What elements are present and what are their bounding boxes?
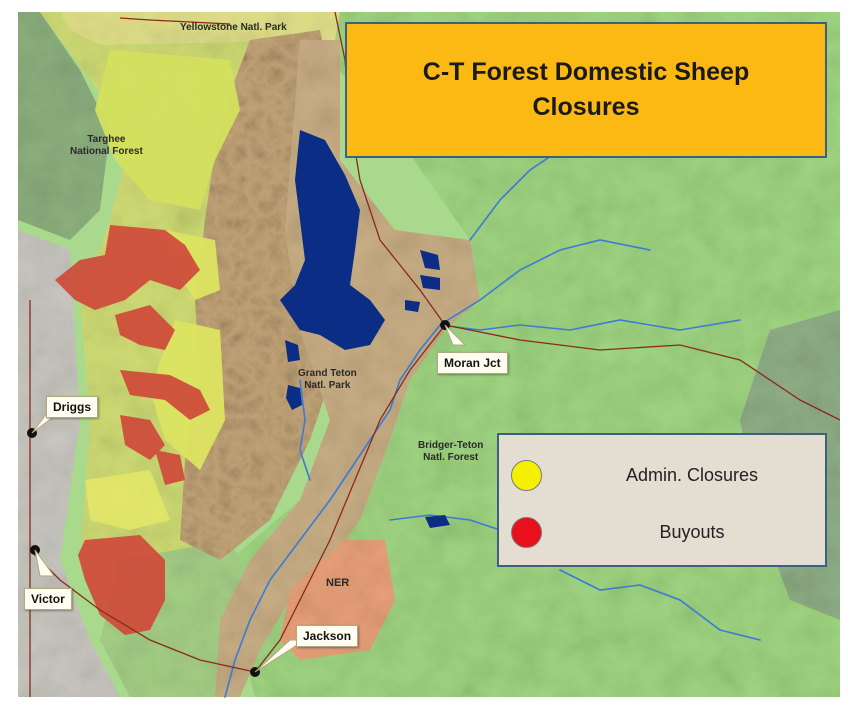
jackson-callout: Jackson [296,625,359,647]
grand-teton-label-line1: Grand Teton [298,368,357,379]
ner-label: NER [326,577,350,589]
legend: Admin. Closures Buyouts [497,433,827,567]
jackson-lake [280,130,385,350]
teton-valley [18,230,120,697]
legend-swatch-red [511,517,542,548]
grand-teton-park-area [215,40,480,697]
targhee-label-line1: Targhee [87,134,126,145]
grand-teton-label: Grand Teton Natl. Park [298,368,357,392]
buyout-areas [55,225,210,635]
map-title-box: C-T Forest Domestic Sheep Closures [345,22,827,158]
lakes [280,130,450,528]
driggs-callout: Driggs [46,396,99,418]
targhee-label-line2: National Forest [70,146,143,157]
bridger-teton-label: Bridger-Teton Natl. Forest [418,440,483,464]
yellowstone-label: Yellowstone Natl. Park [180,22,287,33]
yellowstone-area [60,12,340,45]
map-title-line2: Closures [532,93,640,121]
legend-item-admin-closures: Admin. Closures [499,456,825,496]
map-title-line1: C-T Forest Domestic Sheep [422,58,750,86]
rivers [224,149,761,698]
legend-label-buyouts: Buyouts [659,522,725,542]
western-hills [18,12,110,240]
bridger-teton-label-line2: Natl. Forest [423,452,479,463]
bridger-teton-label-line1: Bridger-Teton [418,440,484,451]
grand-teton-label-line2: Natl. Park [304,380,351,391]
legend-label-admin-closures: Admin. Closures [625,465,759,485]
targhee-label: Targhee National Forest [70,134,143,158]
legend-swatch-yellow [511,460,542,491]
map-title: C-T Forest Domestic Sheep Closures [423,55,749,125]
victor-callout: Victor [24,588,72,610]
legend-item-buyouts: Buyouts [499,513,825,553]
moran-jct-callout: Moran Jct [437,352,508,374]
